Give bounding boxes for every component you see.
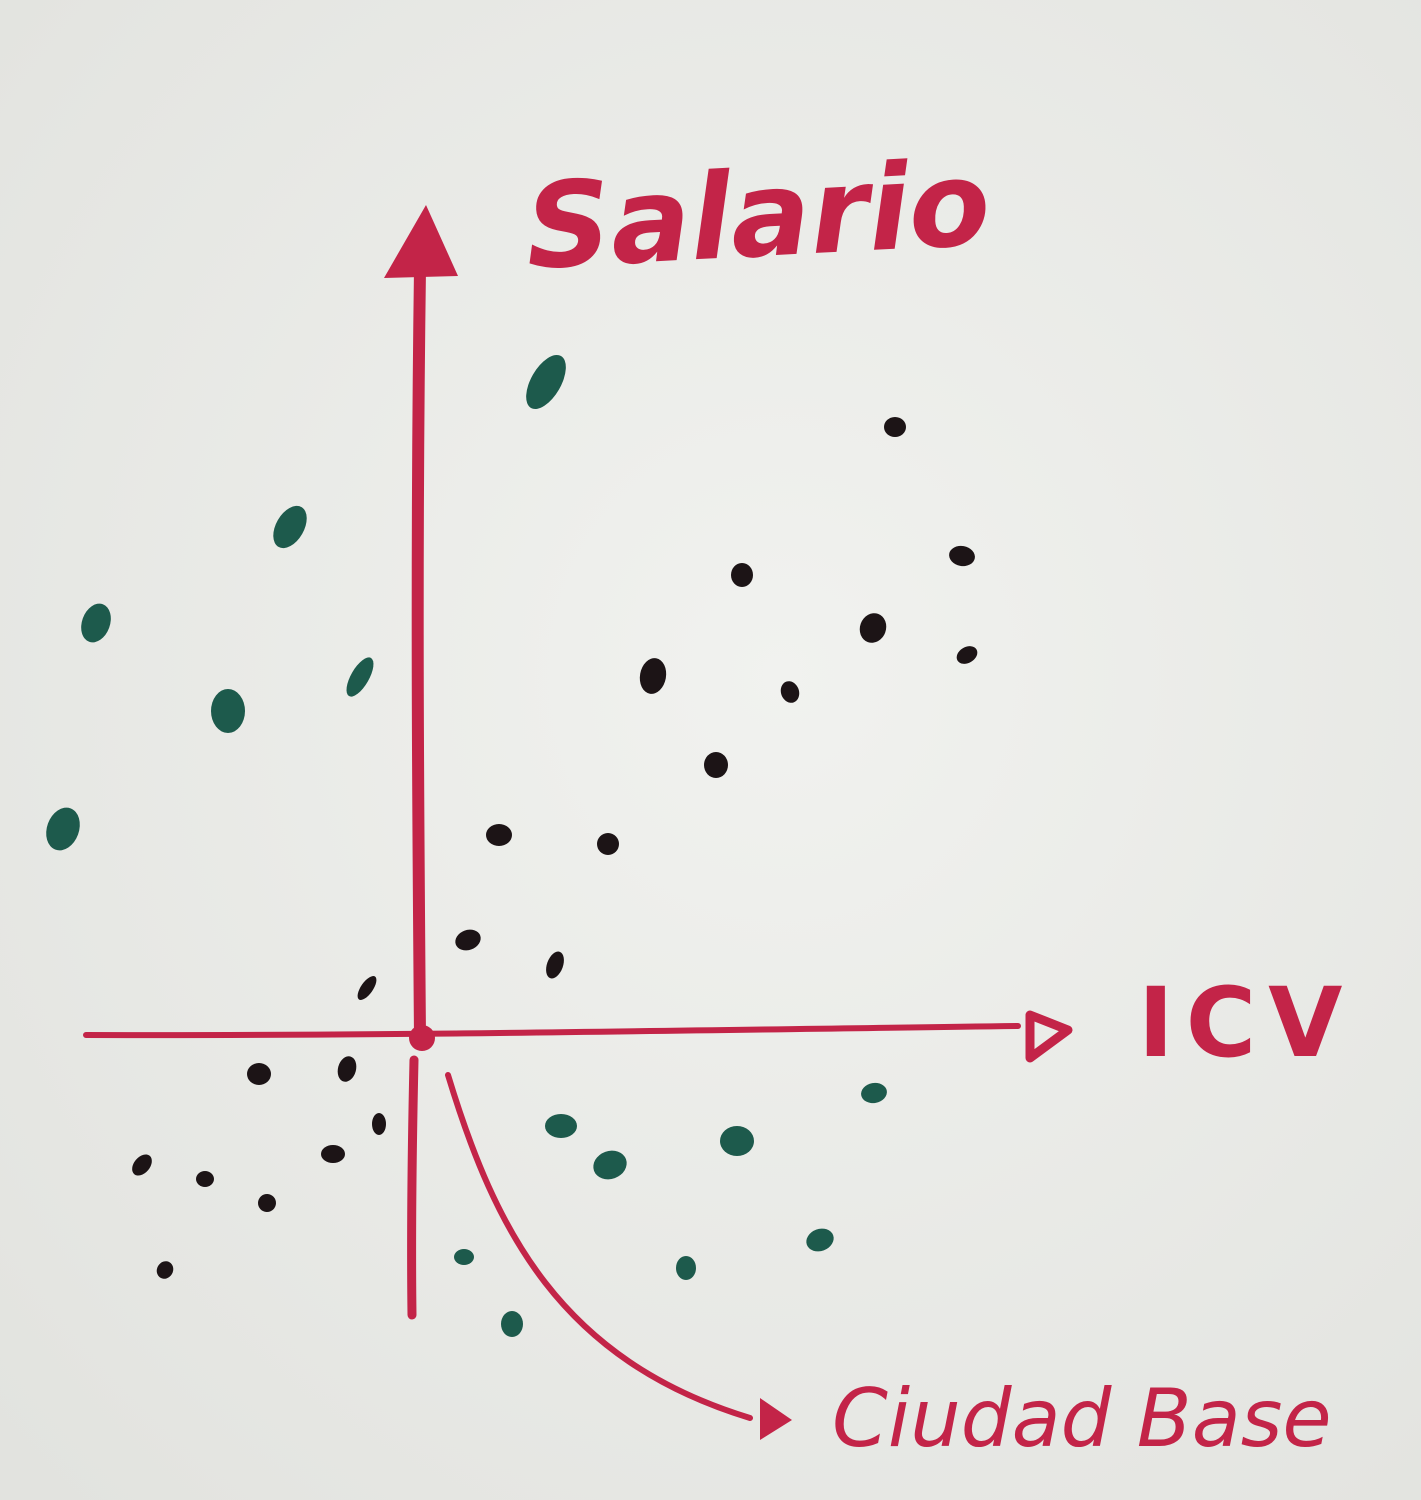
black-point	[780, 681, 800, 703]
black-point	[196, 1171, 214, 1187]
black-point	[956, 646, 978, 664]
black-point	[859, 613, 887, 643]
green-point	[501, 1311, 523, 1337]
black-point	[357, 976, 377, 1000]
y-axis	[407, 262, 426, 1320]
black-point	[321, 1145, 345, 1163]
black-point	[546, 951, 564, 979]
green-point	[273, 505, 307, 549]
green-point	[81, 603, 111, 643]
green-point	[211, 689, 245, 733]
black-point	[156, 1261, 174, 1279]
green-point	[454, 1249, 474, 1265]
black-point	[258, 1194, 276, 1212]
black-point	[486, 824, 512, 846]
black-points	[132, 417, 978, 1279]
green-point	[720, 1126, 754, 1156]
black-point	[949, 545, 975, 567]
ciudad-base-label: Ciudad Base	[832, 1372, 1332, 1465]
black-point	[731, 563, 753, 587]
x-axis	[83, 1023, 1021, 1039]
black-point	[704, 752, 728, 778]
green-point	[346, 657, 374, 697]
y-axis-label: Salario	[522, 134, 993, 296]
black-point	[372, 1113, 386, 1135]
black-point	[639, 658, 667, 694]
ciudad-base-arrowhead	[760, 1398, 792, 1440]
green-points	[46, 354, 887, 1337]
black-point	[247, 1063, 271, 1085]
black-point	[597, 833, 619, 855]
green-point	[545, 1114, 577, 1138]
x-axis-arrowhead	[1025, 1010, 1073, 1063]
origin-point	[409, 1025, 435, 1051]
green-point	[861, 1082, 887, 1104]
green-point	[676, 1256, 696, 1280]
black-point	[337, 1056, 357, 1082]
black-point	[132, 1154, 152, 1176]
ciudad-base-pointer	[445, 1072, 753, 1421]
green-point	[46, 807, 80, 851]
green-point	[593, 1150, 627, 1180]
black-point	[455, 929, 481, 951]
green-point	[806, 1228, 834, 1252]
green-point	[526, 354, 566, 410]
x-axis-label: ICV	[1138, 967, 1354, 1079]
black-point	[884, 417, 906, 437]
y-axis-arrowhead	[384, 205, 458, 278]
